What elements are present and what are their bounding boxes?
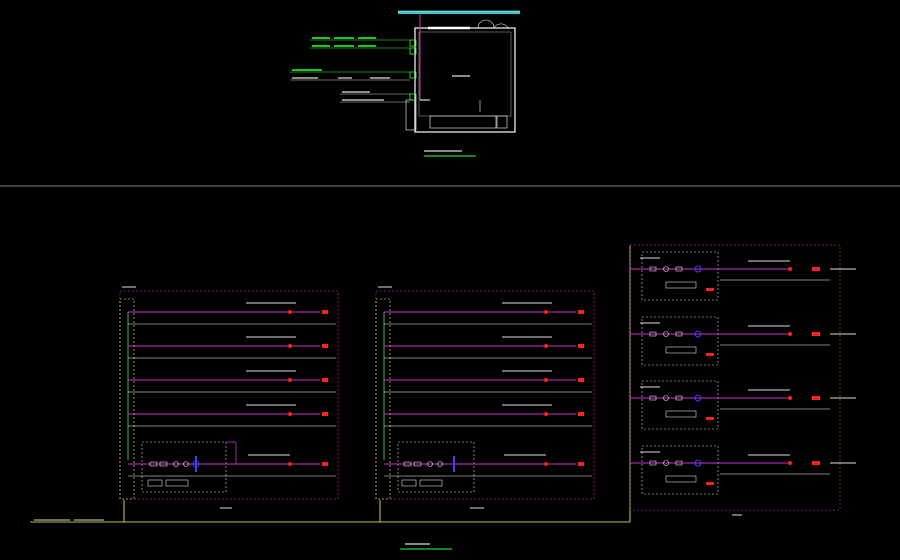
panel-2-switchgear [401, 461, 443, 487]
panel-3-frame [629, 244, 841, 511]
panel-1-footer-marks [220, 454, 290, 509]
unit-3-contact-2 [675, 395, 683, 401]
panel-2-main-end [578, 462, 584, 466]
panel-1-main-terminal [288, 462, 292, 466]
unit-3-end-terminal [812, 396, 820, 400]
panel-1 [119, 286, 339, 509]
unit-1-blue-breaker [694, 265, 702, 273]
floor-plan [290, 10, 520, 157]
unit-2-fuse [706, 353, 714, 356]
panel-1-blue-breaker [192, 456, 200, 472]
plan-label-marks-green [292, 37, 376, 71]
unit-1-terminal [788, 267, 792, 271]
plan-device-4 [409, 93, 417, 101]
unit-2-box [641, 316, 719, 366]
unit-3-nameplate [665, 410, 697, 418]
unit-1-fuse [706, 288, 714, 291]
unit-3-blue-breaker [694, 394, 702, 402]
panel-1-switchgear [147, 461, 189, 487]
plan-door-arc [477, 19, 495, 29]
unit-2-contact-2 [675, 331, 683, 337]
plan-device-3 [409, 71, 417, 79]
plan-label-marks-white [292, 75, 470, 101]
plan-room-inner [418, 31, 512, 117]
unit-2-blue-breaker [694, 330, 702, 338]
unit-2-contact [649, 331, 657, 337]
unit-1-contact-2 [675, 266, 683, 272]
panel-2-breaker-box [397, 441, 475, 493]
panel-2-frame [375, 290, 595, 500]
panel-2-main-terminal [544, 462, 548, 466]
panel-1-terminals [288, 310, 328, 416]
panel-3-units [630, 251, 856, 495]
unit-2-nameplate [665, 346, 697, 354]
plan-roof-slab [398, 11, 520, 14]
unit-2-terminal [788, 332, 792, 336]
schematic-caption [400, 543, 452, 550]
plan-device-1 [409, 39, 417, 47]
panel-2-terminals [544, 310, 584, 416]
unit-4-box [641, 445, 719, 495]
panel-1-main-end [322, 462, 328, 466]
unit-1-end-terminal [812, 267, 820, 271]
plan-box-bottom [496, 115, 508, 129]
panel-2 [375, 286, 595, 509]
schematic [30, 244, 856, 550]
unit-1-nameplate [665, 281, 697, 289]
panel-2-feeders [384, 311, 592, 427]
unit-3-box [641, 380, 719, 430]
panel-1-feeder-labels [246, 302, 296, 406]
unit-4-fuse [706, 482, 714, 485]
panel-1-breaker-box [141, 441, 227, 493]
unit-1-relay [663, 266, 669, 272]
plan-window-bottom [429, 115, 497, 129]
panel-2-feeder-labels [502, 302, 552, 406]
unit-2-end-terminal [812, 332, 820, 336]
unit-3-relay [663, 395, 669, 401]
unit-4-terminal [788, 461, 792, 465]
unit-4-nameplate [665, 475, 697, 483]
unit-3-terminal [788, 396, 792, 400]
unit-1-contact [649, 266, 657, 272]
panel-2-bus-frame [375, 298, 391, 500]
plan-caption [424, 150, 476, 157]
panel-1-frame [119, 290, 339, 500]
unit-4-blue-breaker [694, 459, 702, 467]
panel-2-footer-marks [470, 454, 546, 509]
panel-1-bus-frame [119, 298, 135, 500]
unit-2-relay [663, 331, 669, 337]
unit-4-contact [649, 460, 657, 466]
unit-4-contact-2 [675, 460, 683, 466]
unit-3-fuse [706, 417, 714, 420]
panel-1-feeders [128, 311, 336, 427]
unit-4-relay [663, 460, 669, 466]
panel-3 [629, 244, 841, 516]
plan-door-arc-2 [493, 23, 509, 29]
plan-device-2 [409, 47, 417, 55]
unit-3-contact [649, 395, 657, 401]
unit-1-box [641, 251, 719, 301]
unit-4-end-terminal [812, 461, 820, 465]
